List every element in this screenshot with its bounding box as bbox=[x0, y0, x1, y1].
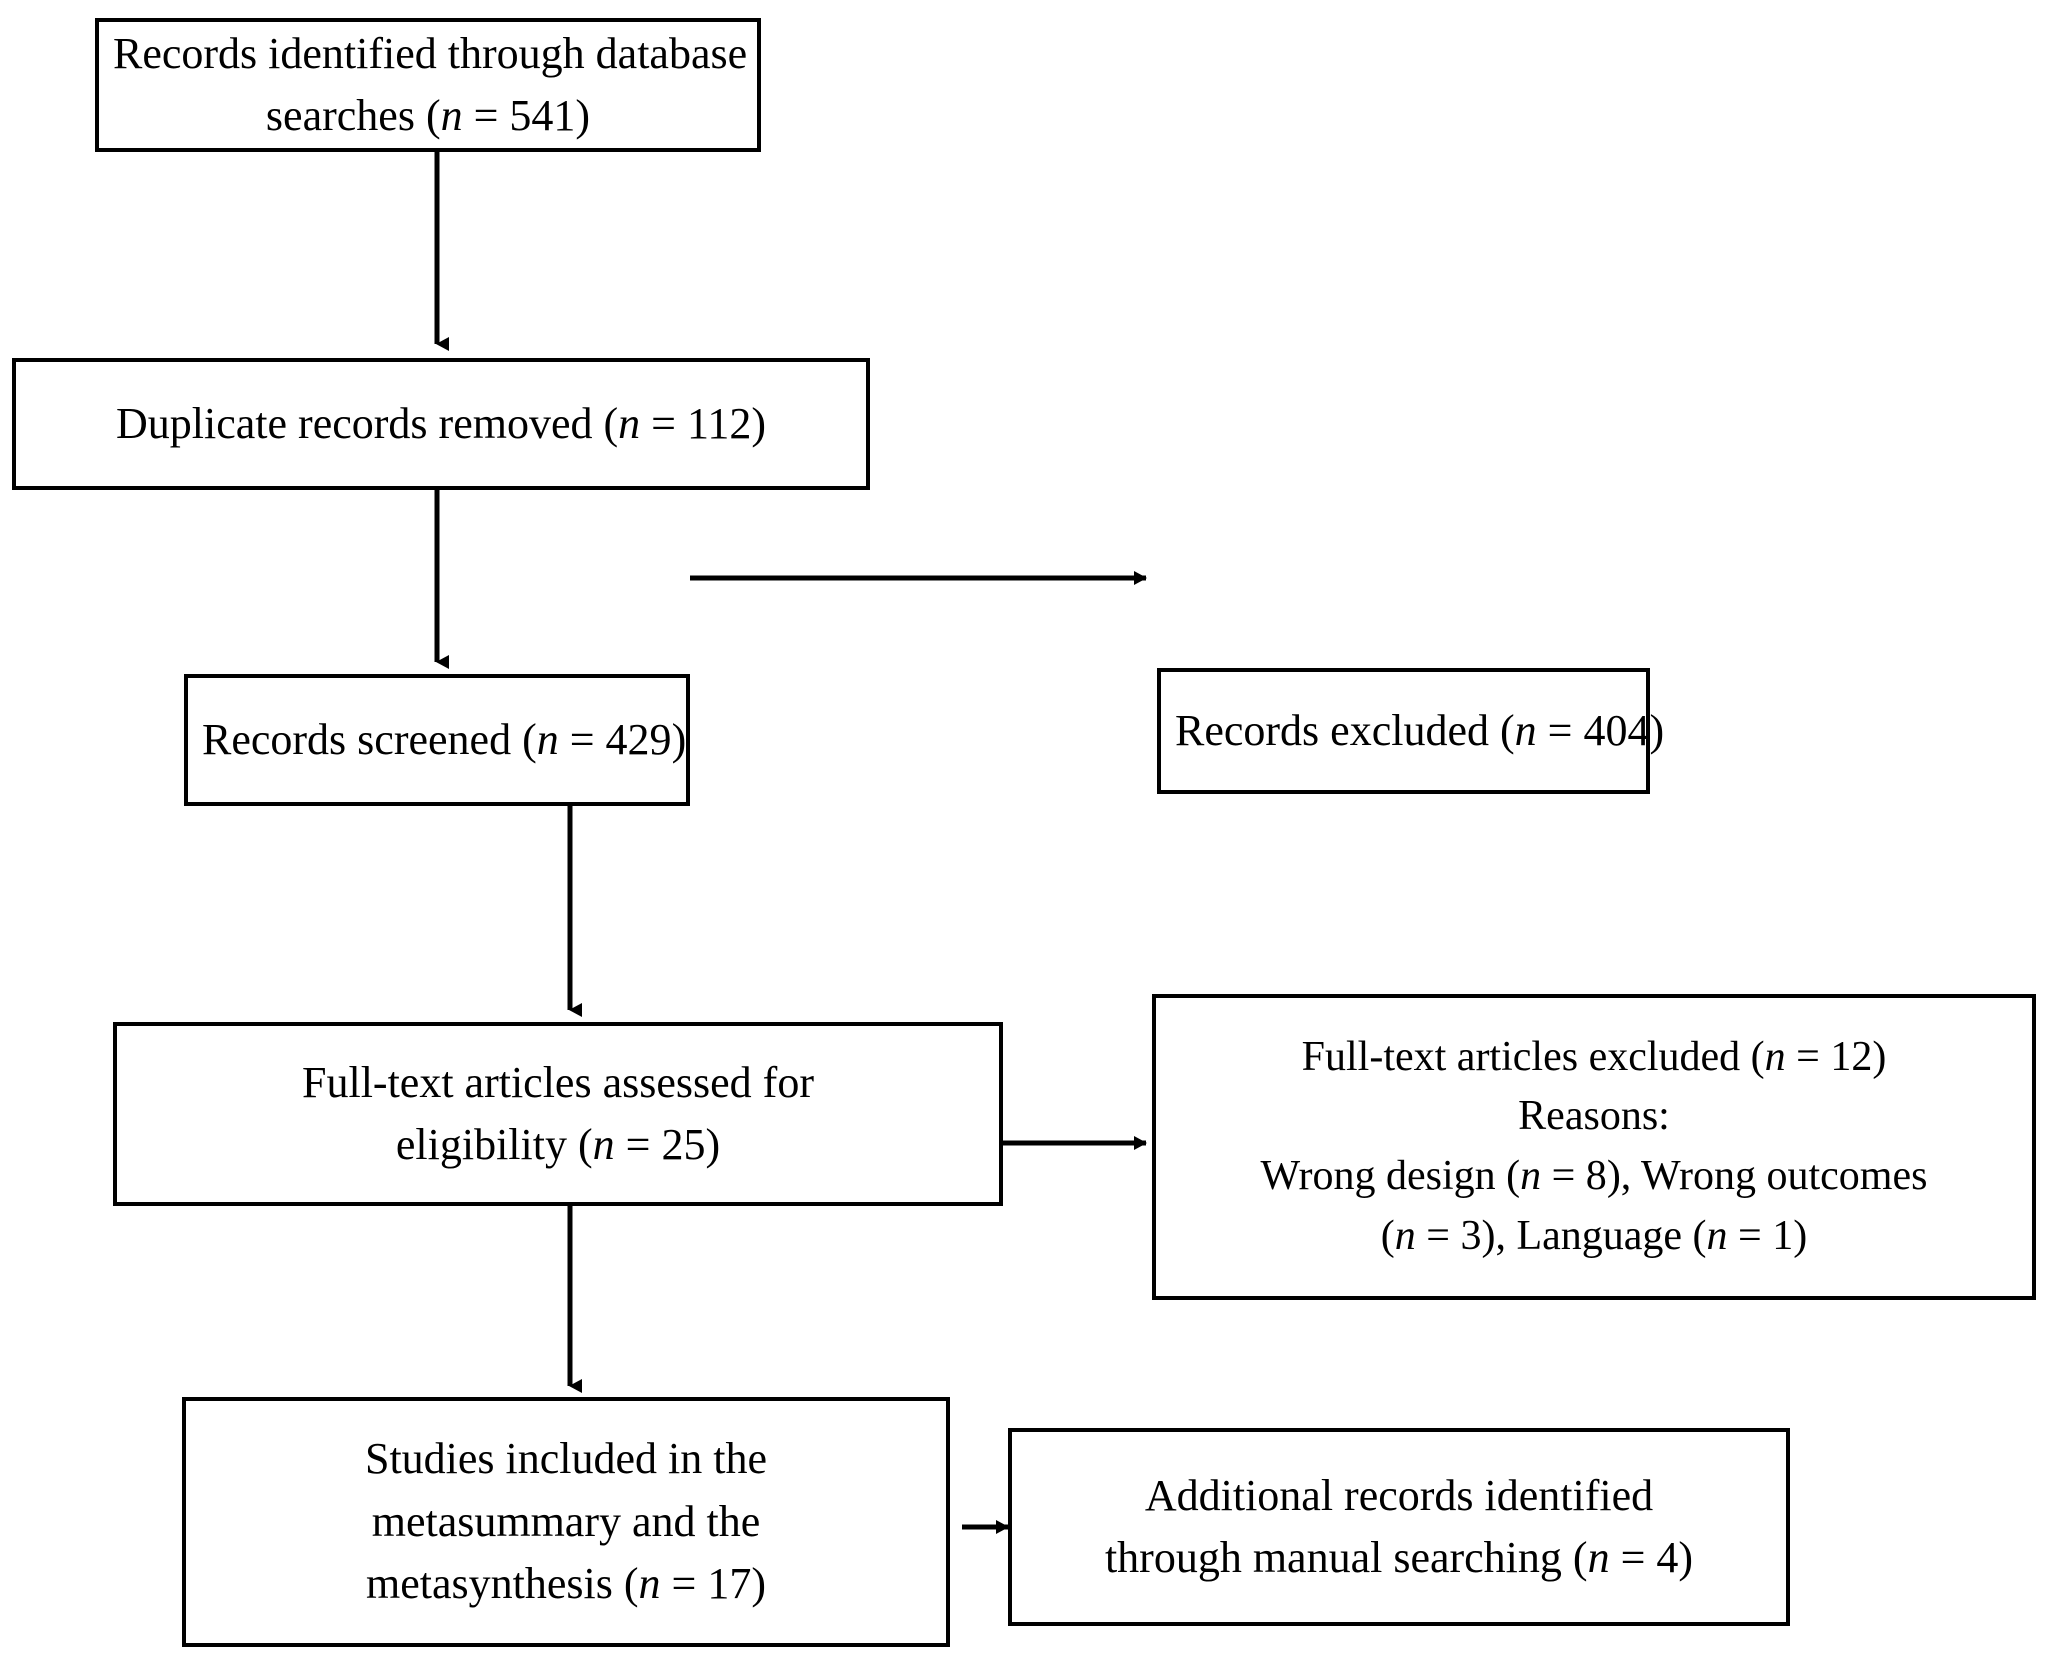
additional-records-line-2: through manual searching (n = 4) bbox=[1104, 1533, 1694, 1582]
records-excluded-line-1: Records excluded (n = 404) bbox=[1175, 705, 1665, 755]
studies-included-line-3: metasynthesis (n = 17) bbox=[366, 1559, 766, 1609]
duplicate-records-removed-box[interactable]: Duplicate records removed (n = 112) bbox=[12, 358, 870, 490]
duplicate-records-removed-line-1: Duplicate records removed (n = 112) bbox=[116, 398, 766, 448]
studies-included-line-1: Studies included in the bbox=[364, 1434, 768, 1484]
fulltext-excluded-line-3: Wrong design (n = 8), Wrong outcomes bbox=[1260, 1153, 1928, 1199]
fulltext-articles-excluded-box[interactable]: Full-text articles excluded (n = 12) Rea… bbox=[1152, 994, 2036, 1300]
additional-records-line-1: Additional records identified bbox=[1144, 1470, 1654, 1520]
studies-included-box[interactable]: Studies included in the metasummary and … bbox=[182, 1397, 950, 1647]
fulltext-articles-assessed-box[interactable]: Full-text articles assessed for eligibil… bbox=[113, 1022, 1003, 1206]
additional-records-box[interactable]: Additional records identified through ma… bbox=[1008, 1428, 1790, 1626]
fulltext-excluded-line-2: Reasons: bbox=[1518, 1093, 1670, 1140]
fulltext-assessed-line-1: Full-text articles assessed for bbox=[302, 1057, 814, 1107]
records-identified-line-1: Records identified through database bbox=[113, 28, 748, 78]
fulltext-assessed-line-2: eligibility (n = 25) bbox=[395, 1120, 721, 1169]
records-identified-line-2: searches (n = 541) bbox=[265, 91, 591, 140]
records-screened-line-1: Records screened (n = 429) bbox=[202, 714, 687, 764]
studies-included-line-2: metasummary and the bbox=[371, 1496, 761, 1546]
records-screened-box[interactable]: Records screened (n = 429) bbox=[184, 674, 690, 806]
fulltext-excluded-line-1: Full-text articles excluded (n = 12) bbox=[1301, 1033, 1887, 1080]
records-identified-box[interactable]: Records identified through database sear… bbox=[95, 18, 761, 152]
records-excluded-box[interactable]: Records excluded (n = 404) bbox=[1157, 668, 1665, 794]
fulltext-excluded-line-4: (n = 3), Language (n = 1) bbox=[1380, 1212, 1808, 1259]
